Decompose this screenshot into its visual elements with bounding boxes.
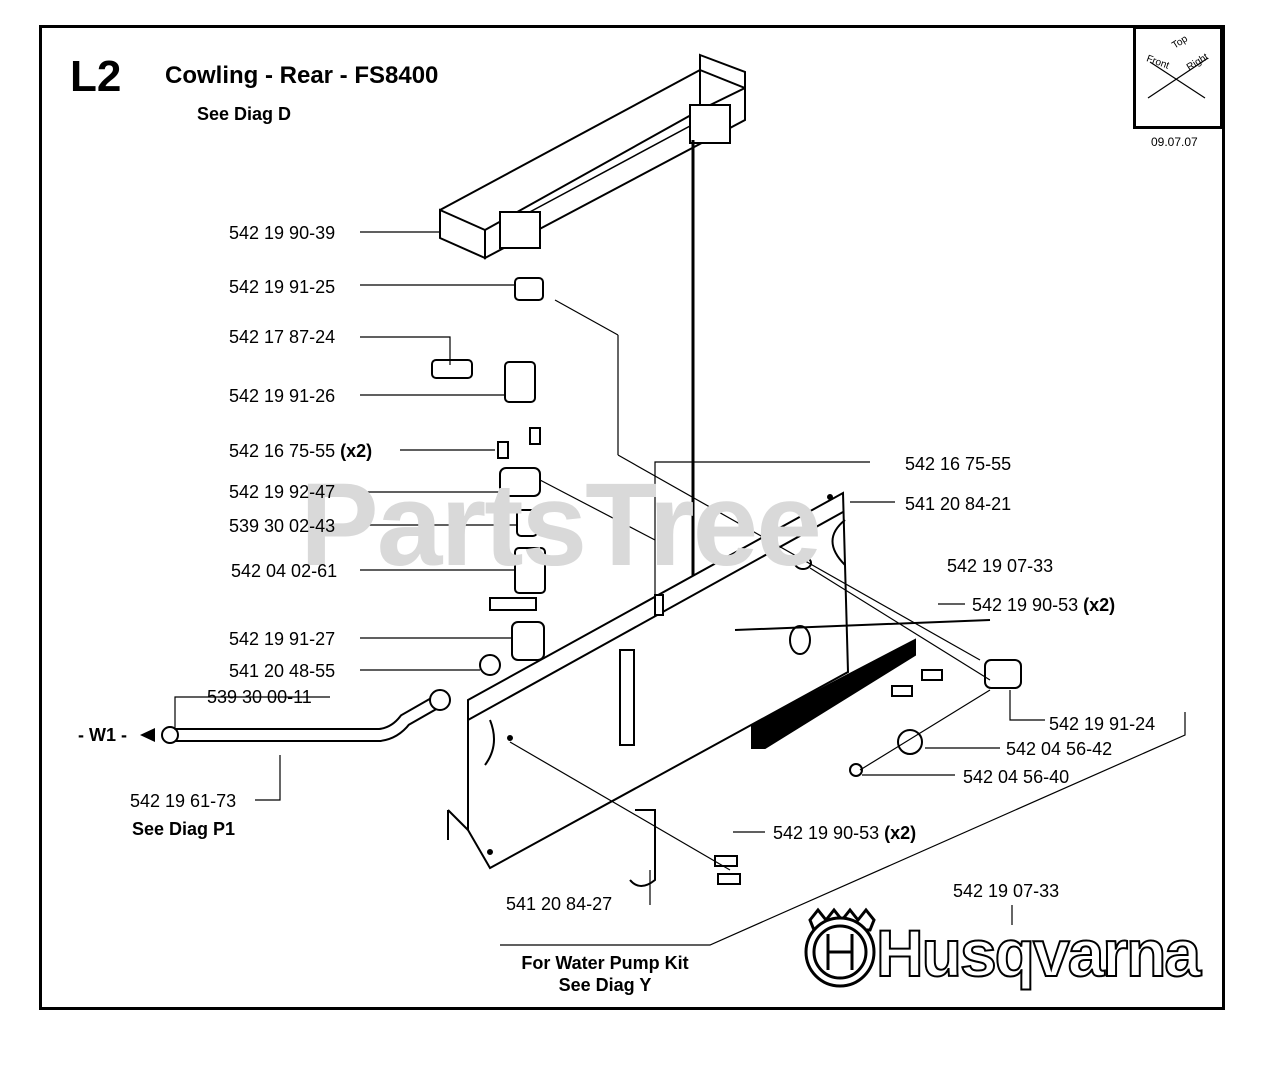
part-label[interactable]: 542 16 75-55 (x2): [229, 441, 373, 461]
part-label[interactable]: 542 19 07-33: [947, 556, 1054, 576]
part-label[interactable]: 539 30 02-43: [229, 516, 336, 536]
part-label[interactable]: 542 19 91-24: [1049, 714, 1156, 734]
part-label[interactable]: 542 19 92-47: [229, 482, 336, 502]
part-label[interactable]: 542 04 56-42: [1006, 739, 1113, 759]
water-pump-kit-line1: For Water Pump Kit: [521, 953, 689, 973]
tee-fitting-part: [504, 361, 536, 403]
water-pump-kit-note[interactable]: For Water Pump Kit See Diag Y: [505, 952, 705, 996]
elbow-27-part: [511, 621, 545, 661]
part-label[interactable]: 542 19 90-39: [229, 223, 336, 243]
clamp-part: [499, 467, 541, 497]
w1-connector-label: - W1 -: [78, 725, 127, 745]
bolt-part: [921, 669, 943, 681]
part-label[interactable]: 542 17 87-24: [229, 327, 336, 347]
date-stamp: 09.07.07: [1151, 135, 1198, 149]
part-label[interactable]: 542 19 91-26: [229, 386, 336, 406]
hose-part: [175, 693, 444, 742]
part-label[interactable]: 542 04 56-40: [963, 767, 1070, 787]
nut-part: [479, 654, 501, 676]
part-label[interactable]: 542 19 91-27: [229, 629, 336, 649]
part-label[interactable]: 541 20 84-27: [506, 894, 613, 914]
water-pump-kit-line2: See Diag Y: [558, 975, 652, 995]
diagram-title: Cowling - Rear - FS8400: [165, 62, 439, 89]
gasket-strip-part: [751, 638, 916, 749]
husqvarna-logo-icon: [804, 907, 876, 988]
part-label[interactable]: 542 16 75-55: [905, 454, 1012, 474]
hose-diag-reference[interactable]: See Diag P1: [132, 819, 236, 839]
diagram-code: L2: [70, 52, 122, 101]
hook-bracket-part: [629, 809, 656, 887]
part-label[interactable]: 542 19 90-53 (x2): [773, 823, 917, 843]
part-label[interactable]: 542 19 61-73: [130, 791, 237, 811]
part-label[interactable]: 542 04 02-61: [231, 561, 338, 581]
nipple-part: [516, 509, 538, 537]
diagram-frame: [39, 25, 1225, 1010]
watermark: PartsTree: [300, 459, 822, 591]
quantity: (x2): [1083, 595, 1116, 615]
quantity: (x2): [340, 441, 373, 461]
see-diag-reference: See Diag D: [197, 104, 292, 124]
orientation-right-label: Right: [1184, 51, 1211, 74]
part-label[interactable]: 542 19 91-25: [229, 277, 336, 297]
orientation-front-label: Front: [1144, 53, 1171, 72]
rear-plate-part: [447, 491, 991, 870]
part-label[interactable]: 541 20 48-55: [229, 661, 336, 681]
leader-lines: [174, 231, 1186, 946]
elbow-24-part: [984, 659, 1022, 689]
orientation-top-label: Top: [1170, 33, 1190, 52]
orientation-compass-icon: [1147, 57, 1209, 99]
washer-part: [849, 763, 863, 777]
sensor-part: [431, 359, 473, 379]
elbow-fitting-part: [514, 277, 544, 301]
husqvarna-wordmark: Husqvarna: [875, 916, 1202, 990]
quantity: (x2): [884, 823, 917, 843]
part-label[interactable]: 541 20 84-21: [905, 494, 1012, 514]
part-label[interactable]: 539 30 00-11: [207, 687, 312, 707]
part-label[interactable]: 542 19 90-53 (x2): [972, 595, 1116, 615]
part-label[interactable]: 542 19 07-33: [953, 881, 1060, 901]
cowling-bracket-part: [439, 53, 746, 260]
hose-clamp-part: [161, 726, 179, 744]
orientation-box: Top Front Right: [1133, 26, 1223, 129]
w1-arrow-icon: [140, 728, 155, 742]
